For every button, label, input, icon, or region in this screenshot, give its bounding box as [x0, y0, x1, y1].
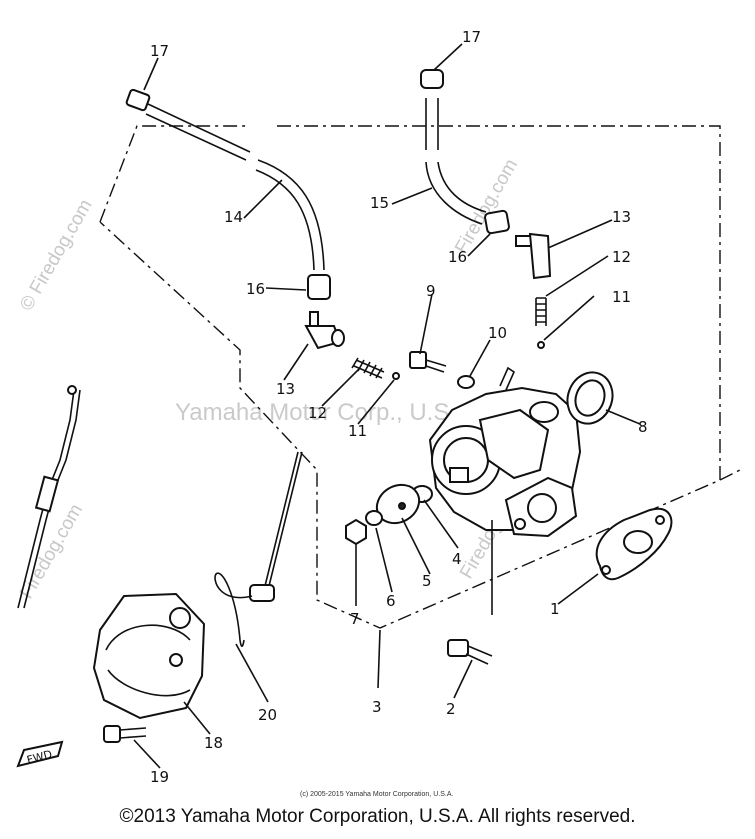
callout-13-left: 13 [276, 380, 295, 398]
callout-20: 20 [258, 706, 277, 724]
joint-16-right [484, 209, 510, 235]
hose-14-upper [145, 103, 251, 161]
screw-19 [103, 725, 147, 743]
spring-12-right [535, 297, 547, 326]
fwd-label: FWD [25, 748, 53, 767]
callout-1: 1 [550, 600, 560, 618]
fwd-arrow-icon: FWD [16, 740, 64, 768]
callout-11-right: 11 [612, 288, 631, 306]
firedog-watermark-center: Firedog.com [451, 156, 522, 258]
callout-17-right: 17 [462, 28, 481, 46]
callout-12-left: 12 [308, 404, 327, 422]
hose-14-lower [255, 159, 325, 271]
firedog-watermark-left: © Firedog.com [16, 196, 97, 315]
callout-9: 9 [426, 282, 436, 300]
callout-7: 7 [350, 610, 360, 628]
callout-16-right: 16 [448, 248, 467, 266]
callout-6: 6 [386, 592, 396, 610]
leader-lines [133, 43, 641, 769]
gasket-1 [595, 507, 673, 581]
assembly-boundary [99, 125, 721, 629]
lock-washer-6 [365, 510, 383, 526]
callout-17-left: 17 [150, 42, 169, 60]
bolt-2 [447, 639, 493, 665]
washer-10 [457, 375, 475, 389]
callout-18: 18 [204, 734, 223, 752]
callout-8: 8 [638, 418, 648, 436]
callout-19: 19 [150, 768, 169, 786]
oil-seal-8 [566, 371, 614, 425]
diagram-small-copyright: (c) 2005-2015 Yamaha Motor Corporation, … [300, 791, 453, 798]
nut-7 [345, 518, 367, 546]
yamaha-watermark: Yamaha Motor Corp., U.S.A. [175, 399, 479, 426]
hose-cap-17-left [125, 88, 151, 112]
bolt-9 [409, 351, 447, 373]
callout-12-right: 12 [612, 248, 631, 266]
spring-12-left [351, 357, 385, 379]
callout-3: 3 [372, 698, 382, 716]
firedog-watermark-lower: Firedog.com [16, 501, 87, 603]
ball-11-left [392, 372, 400, 380]
callout-15: 15 [370, 194, 389, 212]
hose-cap-17-right [420, 69, 444, 89]
callout-11-left: 11 [348, 422, 367, 440]
callout-14: 14 [224, 208, 243, 226]
reference-line-right [719, 469, 741, 481]
pulley-5 [375, 483, 421, 525]
callout-4: 4 [452, 550, 462, 568]
fitting-13-left [304, 311, 345, 350]
callout-5: 5 [422, 572, 432, 590]
ball-11-right [537, 341, 545, 349]
oil-pump-body [428, 366, 582, 615]
fitting-13-right [515, 232, 552, 280]
callout-numbers: 17 17 14 15 16 13 16 12 9 10 11 13 12 11… [150, 28, 648, 786]
callout-16-left: 16 [246, 280, 265, 298]
control-cable [17, 385, 81, 609]
pump-cover-18 [92, 592, 206, 720]
callout-2: 2 [446, 700, 456, 718]
footer-copyright: ©2013 Yamaha Motor Corporation, U.S.A. A… [119, 806, 636, 827]
cable-20 [214, 451, 303, 647]
callout-10: 10 [488, 324, 507, 342]
joint-16-left [307, 274, 331, 300]
hose-15-lower [425, 161, 487, 225]
callout-13-right: 13 [612, 208, 631, 226]
hose-15-upper [425, 98, 439, 150]
